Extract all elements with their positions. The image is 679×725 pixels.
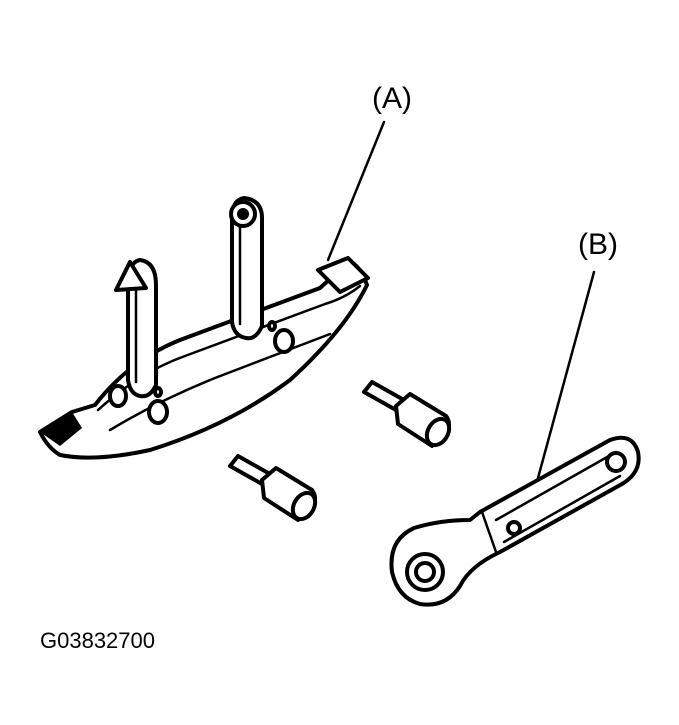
- leader-line-a: [326, 120, 386, 262]
- leader-line-b: [536, 270, 596, 480]
- figure-code: G03832700: [40, 628, 155, 653]
- pin-lower: [228, 454, 318, 522]
- callout-label-b: (B): [578, 228, 618, 261]
- part-a-chain-guide: [38, 196, 370, 460]
- pin-upper: [362, 380, 452, 448]
- callout-label-a: (A): [372, 82, 412, 115]
- part-b-tensioner-lever: [389, 435, 641, 607]
